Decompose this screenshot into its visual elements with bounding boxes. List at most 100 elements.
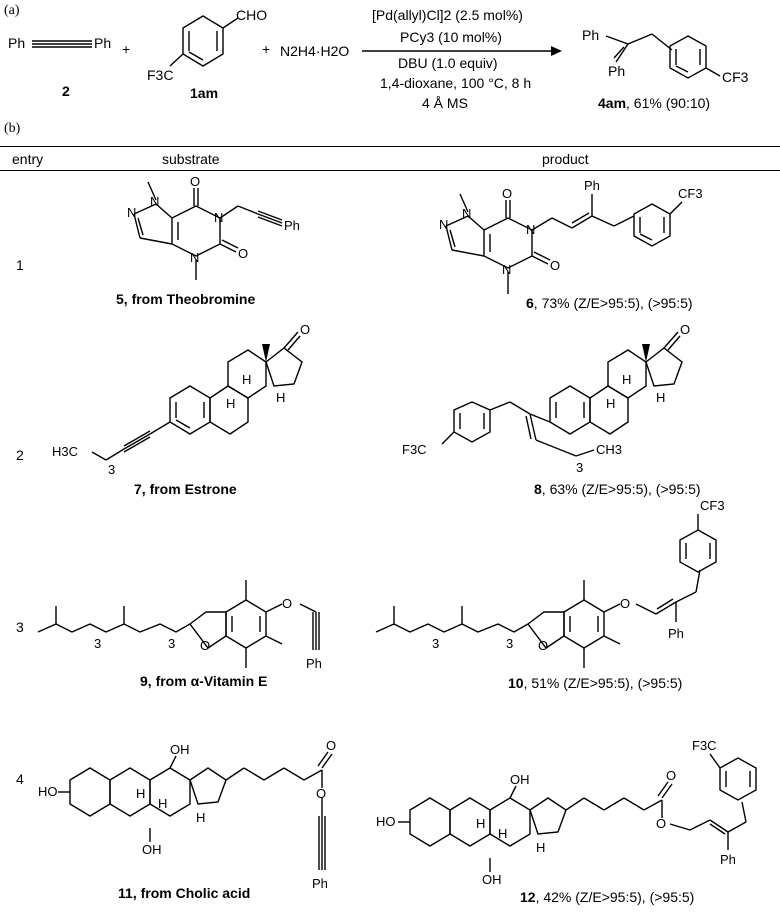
chain-subscript: 3 <box>432 636 439 651</box>
atom-o: O <box>620 596 630 611</box>
atom-oh: OH <box>170 742 190 757</box>
reactant1-ph-right: Ph <box>94 35 112 51</box>
substrate-7-num: 7 <box>134 481 142 497</box>
product-12-num: 12 <box>520 889 536 905</box>
atom-n: N <box>190 250 199 265</box>
substrate-5-num: 5 <box>116 291 124 307</box>
atom-ho: HO <box>376 814 396 829</box>
atom-oh: OH <box>482 872 502 887</box>
atom-n: N <box>439 217 448 232</box>
atom-o: O <box>550 258 560 273</box>
atom-oh: OH <box>510 772 530 787</box>
chain-subscript: 3 <box>94 636 101 651</box>
atom-h: H <box>276 390 285 405</box>
reactant1-ph-left: Ph <box>8 35 26 51</box>
product-label-num: 4am <box>598 95 627 111</box>
chain-subscript: 3 <box>108 462 115 477</box>
atom-o: O <box>300 322 310 337</box>
atom-h: H <box>226 396 235 411</box>
substrate-7-source: , from Estrone <box>141 481 237 497</box>
atom-o: O <box>680 322 690 337</box>
atom-ch3: CH3 <box>596 442 622 457</box>
product-6-num: 6 <box>526 295 534 311</box>
atom-cf3: F3C <box>692 738 717 753</box>
atom-h: H <box>476 816 485 831</box>
atom-o: O <box>656 816 666 831</box>
aldehyde-benzene-ring <box>169 15 239 67</box>
atom-ph: Ph <box>284 218 300 233</box>
panel-label-b: (b) <box>4 121 21 136</box>
reactant1-label: 2 <box>62 83 70 99</box>
atom-n: N <box>150 194 159 209</box>
atom-n: N <box>214 210 223 225</box>
atom-o: O <box>238 246 248 261</box>
condition-line-3: DBU (1.0 equiv) <box>398 55 498 71</box>
substrate-11-source: , from Cholic acid <box>132 885 251 901</box>
atom-cf3: CF3 <box>700 498 725 513</box>
substrate-9-structure: O O Ph 3 3 <box>37 580 322 671</box>
plus-sign-2: + <box>262 41 271 57</box>
reagent-hydrazine: N2H4·H2O <box>280 43 350 59</box>
atom-h: H <box>242 372 251 387</box>
atom-o: O <box>538 638 548 653</box>
condition-line-5: 4 Å MS <box>422 95 468 111</box>
substrate-5-source: , from Theobromine <box>123 291 256 307</box>
entry-1-number: 1 <box>16 257 24 273</box>
substrate-5-caption: 5, from Theobromine <box>116 292 255 306</box>
condition-line-4: 1,4-dioxane, 100 °C, 8 h <box>380 75 532 91</box>
atom-o: O <box>502 186 512 201</box>
substrate-9-source: , from α-Vitamin E <box>147 673 268 689</box>
product-10-caption: 10, 51% (Z/E>95:5), (>95:5) <box>508 676 682 690</box>
atom-ph: Ph <box>720 852 736 867</box>
atom-ph: Ph <box>584 178 600 193</box>
atom-oh: OH <box>142 842 162 857</box>
atom-h: H <box>622 372 631 387</box>
atom-ph: Ph <box>306 656 322 671</box>
alkyne-triple-bond <box>32 40 92 48</box>
atom-n: N <box>502 262 511 277</box>
atom-chain: H3C <box>52 444 78 459</box>
atom-cf3: F3C <box>402 442 427 457</box>
plus-sign-1: + <box>122 41 131 57</box>
atom-h: H <box>158 796 167 811</box>
product-8-structure: O H H H F3C CH3 3 <box>402 322 690 475</box>
product-6-yield: , 73% (Z/E>95:5), (>95:5) <box>533 295 693 311</box>
product-10-yield: , 51% (Z/E>95:5), (>95:5) <box>523 675 683 691</box>
atom-o: O <box>316 786 326 801</box>
chain-subscript: 3 <box>576 460 583 475</box>
reactant2-f3c: F3C <box>147 67 174 83</box>
product-cf3: CF3 <box>722 69 749 85</box>
product-10-structure: O O Ph CF3 3 3 <box>375 498 725 668</box>
condition-line-2: PCy3 (10 mol%) <box>400 29 502 45</box>
atom-o: O <box>190 174 200 189</box>
substrate-11-caption: 11, from Cholic acid <box>118 886 250 900</box>
product-10-num: 10 <box>508 675 524 691</box>
atom-h: H <box>196 810 205 825</box>
atom-n: N <box>462 206 471 221</box>
entry-4-number: 4 <box>16 771 24 787</box>
product-8-yield: , 63% (Z/E>95:5), (>95:5) <box>541 481 701 497</box>
header-substrate: substrate <box>162 151 220 167</box>
product-4am-structure <box>605 33 721 79</box>
chain-subscript: 3 <box>168 636 175 651</box>
header-entry: entry <box>12 151 44 167</box>
atom-o: O <box>200 638 210 653</box>
product-label: 4am, 61% (90:10) <box>598 96 710 110</box>
substrate-5-structure: N N N N O O Ph <box>127 174 300 280</box>
substrate-9-num: 9 <box>140 673 148 689</box>
atom-cf3: CF3 <box>678 186 703 201</box>
product-8-num: 8 <box>534 481 542 497</box>
product-12-structure: HO OH OH H H H O O Ph F3C <box>376 738 757 887</box>
table-header-rule <box>0 170 780 171</box>
substrate-7-caption: 7, from Estrone <box>134 482 237 496</box>
atom-ph: Ph <box>668 626 684 641</box>
substrate-11-num: 11 <box>118 885 133 901</box>
atom-ph: Ph <box>312 876 328 891</box>
atom-o: O <box>666 768 676 783</box>
entry-2-number: 2 <box>16 447 24 463</box>
panel-label-a: (a) <box>4 3 20 18</box>
product-8-caption: 8, 63% (Z/E>95:5), (>95:5) <box>534 482 701 496</box>
atom-n: N <box>526 222 535 237</box>
atom-o: O <box>282 596 292 611</box>
atom-h: H <box>536 840 545 855</box>
